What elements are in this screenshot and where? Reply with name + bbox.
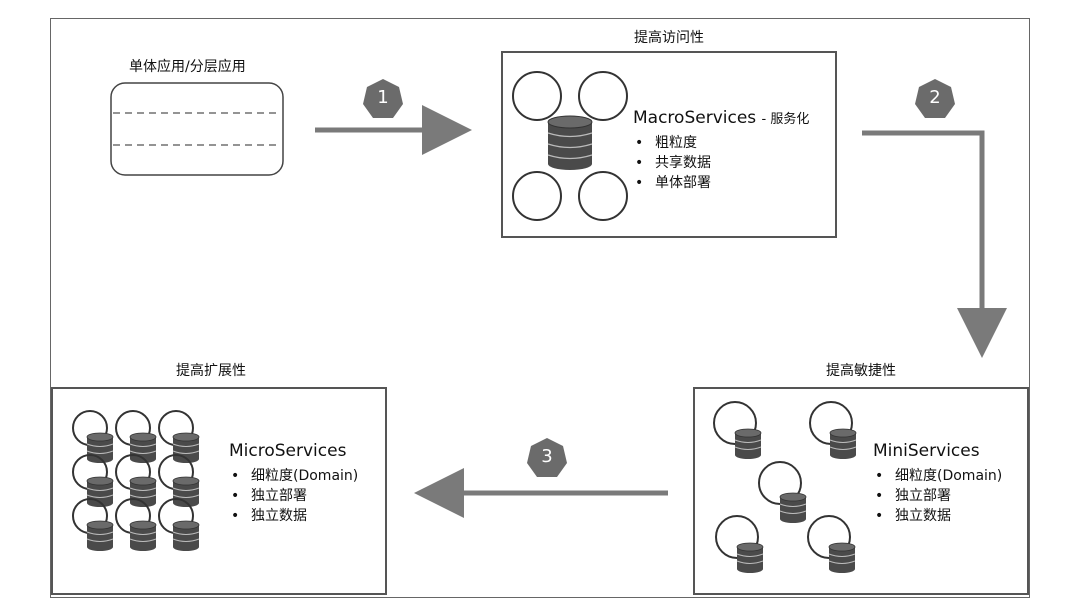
mini-point: 独立数据 xyxy=(873,506,1002,526)
mini-header: 提高敏捷性 xyxy=(826,363,896,379)
micro-point-text: 细粒度(Domain) xyxy=(251,468,359,484)
step-3-badge xyxy=(527,438,567,477)
step-2: 2 xyxy=(929,87,941,108)
monolith-box xyxy=(110,82,284,176)
mini-point: 细粒度(Domain) xyxy=(873,466,1002,486)
micro-services-grid xyxy=(72,410,200,552)
micro-point: 独立部署 xyxy=(229,486,358,506)
macro-point: 粗粒度 xyxy=(633,133,711,153)
monolith-label: 单体应用/分层应用 xyxy=(129,59,246,75)
mini-points: 细粒度(Domain) 独立部署 独立数据 xyxy=(873,466,1002,526)
mini-point: 独立部署 xyxy=(873,486,1002,506)
micro-point: 独立数据 xyxy=(229,506,358,526)
micro-header: 提高扩展性 xyxy=(176,363,246,379)
macro-points: 粗粒度 共享数据 单体部署 xyxy=(633,133,711,193)
micro-title: MicroServices xyxy=(229,441,347,461)
step-1: 1 xyxy=(377,87,389,108)
step-2-badge xyxy=(915,79,955,118)
macro-point: 单体部署 xyxy=(633,173,711,193)
mini-services-cluster xyxy=(713,401,857,574)
outer-frame xyxy=(50,18,1030,598)
micro-point: 细粒度(Domain) xyxy=(229,466,358,486)
macro-point: 共享数据 xyxy=(633,153,711,173)
macro-title-text: MacroServices xyxy=(633,108,757,128)
macro-header: 提高访问性 xyxy=(634,30,704,46)
macro-database xyxy=(547,115,593,171)
mini-point-text: 细粒度(Domain) xyxy=(895,468,1003,484)
step-3: 3 xyxy=(541,446,553,467)
micro-points: 细粒度(Domain) 独立部署 独立数据 xyxy=(229,466,358,526)
step-1-badge xyxy=(363,79,403,118)
macro-subtitle: - 服务化 xyxy=(761,112,810,127)
mini-title: MiniServices xyxy=(873,441,980,461)
arrow-2 xyxy=(862,130,1007,358)
macro-title: MacroServices - 服务化 xyxy=(633,108,809,128)
